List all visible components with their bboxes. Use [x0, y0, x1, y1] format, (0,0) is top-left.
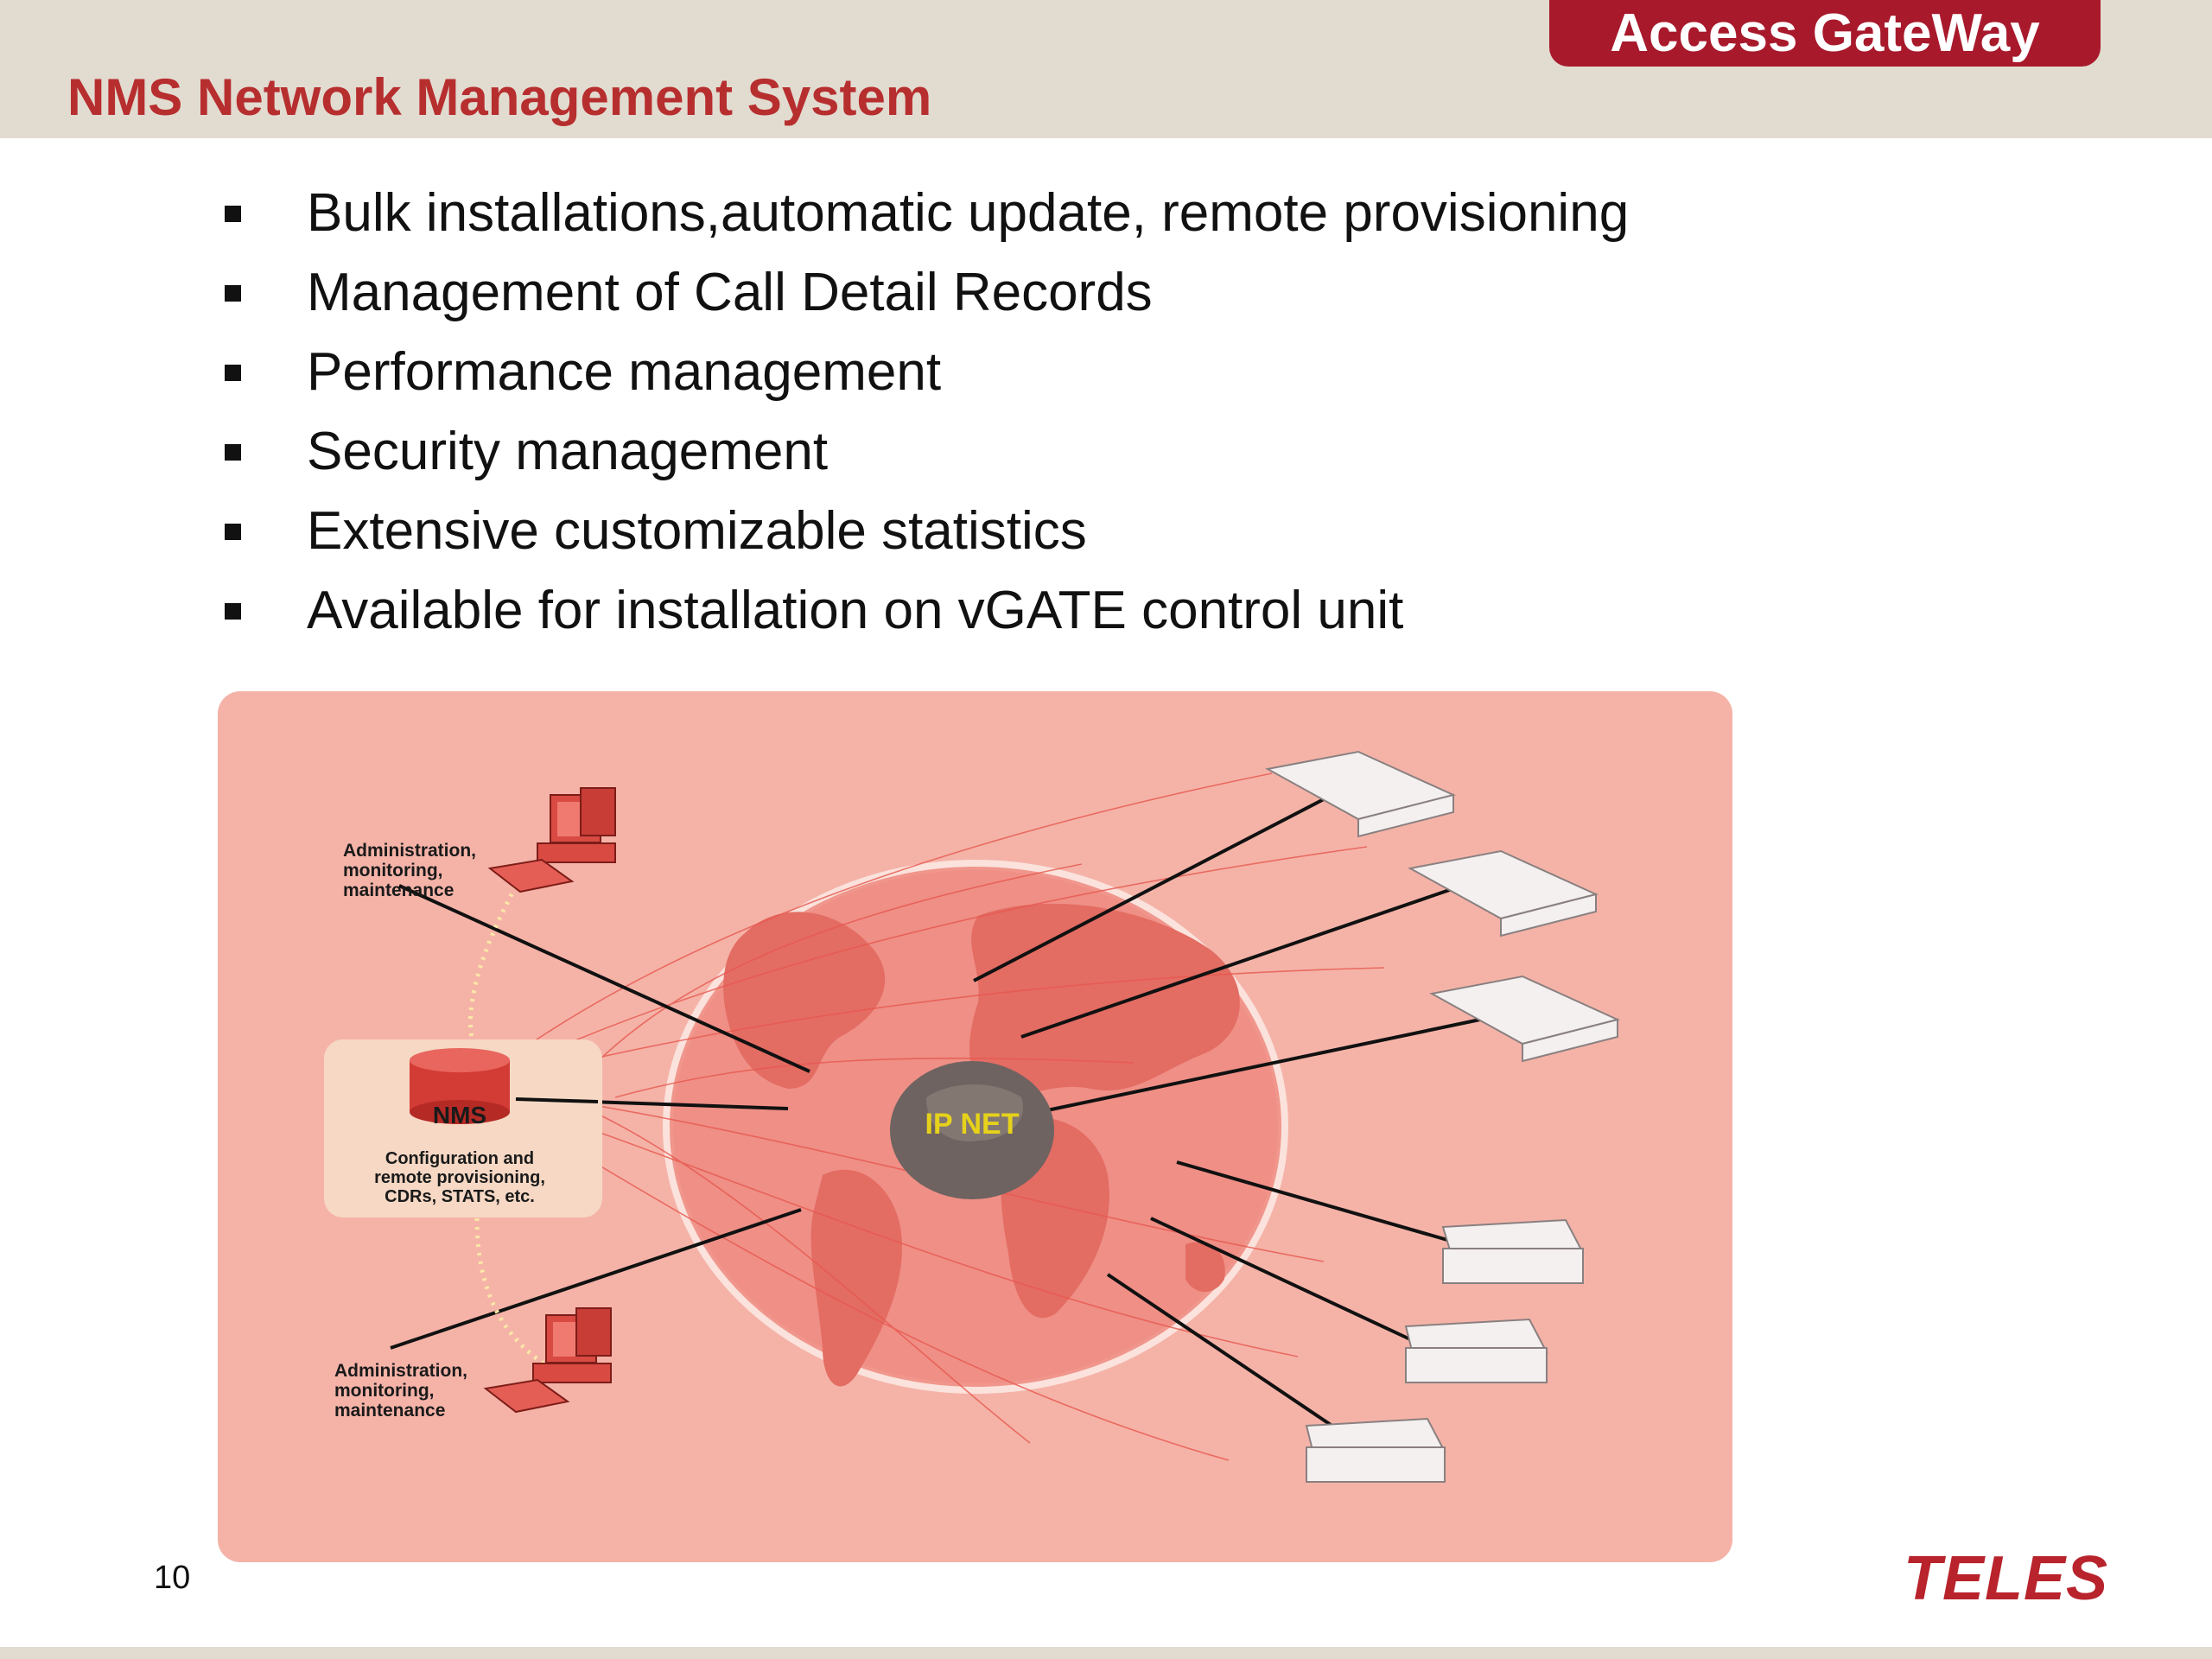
bullet-item: Extensive customizable statistics	[223, 497, 1865, 566]
bullet-marker-icon	[225, 524, 241, 540]
network-diagram: Administration, monitoring, maintenance …	[218, 691, 1732, 1562]
bullet-marker-icon	[225, 285, 241, 302]
bullet-text: Extensive customizable statistics	[307, 501, 1087, 561]
product-badge: Access GateWay	[1549, 0, 2101, 67]
footer-band	[0, 1647, 2212, 1659]
nms-label: NMS	[432, 1102, 487, 1128]
ip-net-label: IP NET	[925, 1108, 1020, 1141]
bullet-item: Performance management	[223, 338, 1865, 407]
computer-icon	[487, 787, 616, 893]
computer-icon	[483, 1307, 612, 1414]
dotted-link	[468, 862, 531, 1056]
bullet-item: Management of Call Detail Records	[223, 258, 1865, 327]
bullet-marker-icon	[225, 603, 241, 620]
gateway-device-icon	[1305, 1218, 1585, 1483]
bullet-text: Performance management	[307, 342, 942, 402]
admin-label-top: Administration, monitoring, maintenance	[343, 841, 477, 900]
nms-caption: Configuration and remote provisioning, C…	[374, 1149, 545, 1206]
page-number: 10	[154, 1560, 191, 1596]
bullet-text: Bulk installations,automatic update, rem…	[307, 183, 1630, 243]
connection-arcs	[485, 772, 1385, 1461]
slide-title: NMS Network Management System	[67, 68, 932, 126]
database-overlay	[410, 1048, 599, 1124]
bullet-item: Security management	[223, 417, 1865, 486]
bullet-text: Management of Call Detail Records	[307, 263, 1153, 322]
dotted-link	[474, 1217, 548, 1368]
bullet-marker-icon	[225, 365, 241, 381]
gateway-device-icon	[1265, 750, 1621, 1063]
ip-net-icon	[890, 1061, 1054, 1199]
bullet-item: Available for installation on vGATE cont…	[223, 576, 1865, 645]
bullet-text: Security management	[307, 422, 829, 481]
database-icon	[410, 1048, 510, 1124]
bullet-marker-icon	[225, 444, 241, 461]
bullet-marker-icon	[225, 206, 241, 222]
solid-links	[390, 798, 1497, 1433]
admin-label-bottom: Administration, monitoring, maintenance	[334, 1361, 468, 1421]
diagram-graphic	[218, 691, 1732, 1562]
teles-logo: TELES	[1904, 1544, 2109, 1613]
bullet-text: Available for installation on vGATE cont…	[307, 581, 1404, 640]
bullet-item: Bulk installations,automatic update, rem…	[223, 179, 1865, 248]
